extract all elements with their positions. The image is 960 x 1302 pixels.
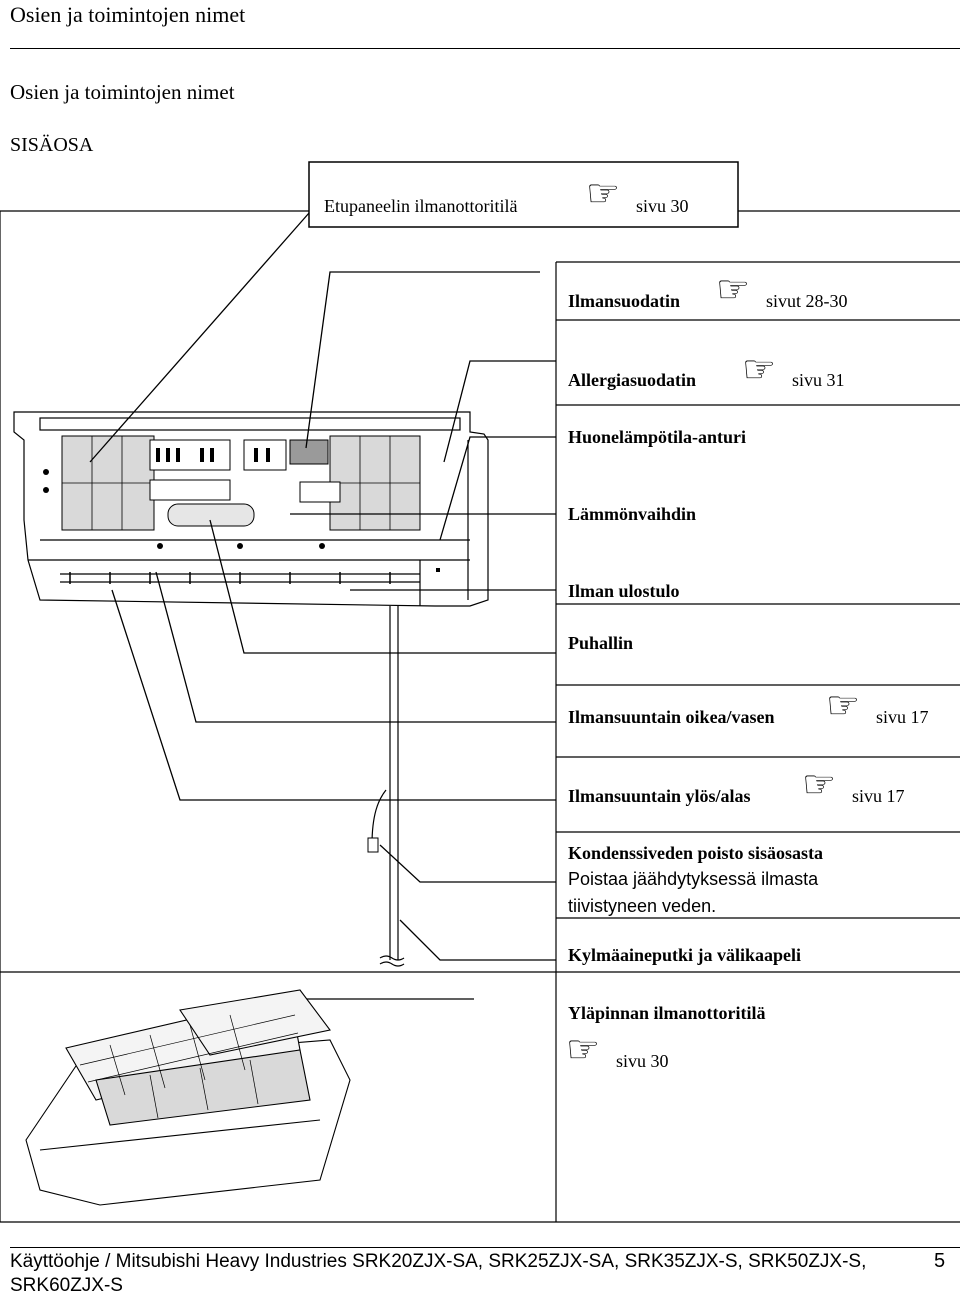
louver-ud-ref: sivu 17 [852,786,905,806]
page-header-title: Osien ja toimintojen nimet [10,2,246,27]
front-grille-label: Etupaneelin ilmanottoritilä [324,196,518,216]
pointing-hand-icon: ☞ [586,171,621,215]
drain-label: Kondenssiveden poisto sisäosasta [568,843,824,863]
heat-exchanger-label: Lämmönvaihdin [568,504,697,524]
top-grille-label: Yläpinnan ilmanottoritilä [568,1003,766,1023]
footer-divider [10,1247,960,1248]
section-subtitle: SISÄOSA [10,134,94,156]
pointing-hand-icon: ☞ [716,267,751,311]
front-grille-ref: sivu 30 [636,196,689,216]
pointing-hand-icon: ☞ [742,347,777,391]
footer-text: Käyttöohje / Mitsubishi Heavy Industries… [10,1251,867,1296]
louver-lr-ref: sivu 17 [876,707,929,727]
pointing-hand-icon: ☞ [566,1027,601,1071]
pointing-hand-icon: ☞ [802,762,837,806]
allergy-filter-ref: sivu 31 [792,370,845,390]
piping-label: Kylmäaineputki ja välikaapeli [568,945,802,965]
pointing-hand-icon: ☞ [826,683,861,727]
drain-description-line2: tiivistyneen veden. [568,896,717,916]
front-grille-label-box [308,161,739,228]
header-divider [10,48,960,49]
air-filter-label: Ilmansuodatin [568,291,681,311]
room-sensor-label: Huonelämpötila-anturi [568,427,747,447]
allergy-filter-label: Allergiasuodatin [568,370,697,390]
louver-ud-label: Ilmansuuntain ylös/alas [568,786,751,806]
air-filter-ref: sivut 28-30 [766,291,848,311]
louver-lr-label: Ilmansuuntain oikea/vasen [568,707,775,727]
page-number: 5 [934,1250,946,1272]
top-grille-ref: sivu 30 [616,1051,669,1071]
fan-label: Puhallin [568,633,634,653]
section-title: Osien ja toimintojen nimet [10,80,235,104]
drain-description-line1: Poistaa jäähdytyksessä ilmasta [568,869,819,889]
air-outlet-label: Ilman ulostulo [568,581,680,601]
